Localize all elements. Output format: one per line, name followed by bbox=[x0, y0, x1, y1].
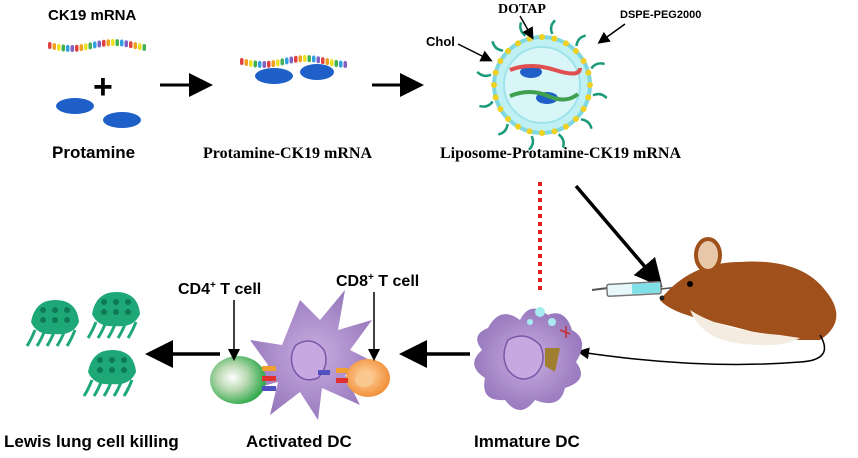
activated-dendritic-cell-icon bbox=[248, 290, 380, 420]
liposome-nanoparticle-icon bbox=[476, 19, 608, 151]
dspe-peg-pointer bbox=[597, 23, 626, 44]
activated-dc-label: Activated DC bbox=[246, 432, 352, 451]
immature-dendritic-cell-icon bbox=[474, 307, 583, 410]
dotap-label: DOTAP bbox=[498, 2, 546, 17]
dspe-peg-label: DSPE-PEG2000 bbox=[620, 9, 701, 21]
tumor-cell bbox=[86, 292, 140, 339]
cd4-label: CD4+ T cell bbox=[178, 280, 261, 298]
mrna-strand-icon bbox=[48, 39, 146, 52]
cd4-t-cell-icon bbox=[210, 356, 276, 404]
tumor-cell bbox=[82, 350, 136, 397]
tumor-cell bbox=[25, 300, 79, 347]
immature-dc-label: Immature DC bbox=[474, 432, 580, 451]
lewis-lung-label: Lewis lung cell killing bbox=[4, 432, 179, 451]
liposome-complex-label: Liposome-Protamine-CK19 mRNA bbox=[440, 145, 681, 162]
chol-pointer bbox=[457, 43, 493, 62]
plus-sign: + bbox=[93, 68, 113, 106]
protamine-mrna-complex-icon bbox=[240, 55, 347, 84]
mouse-icon bbox=[577, 237, 837, 366]
tumor-cell-icon bbox=[25, 292, 140, 397]
arrow-to-injection bbox=[574, 184, 663, 288]
protamine-ellipse-icon bbox=[56, 98, 141, 128]
dotap-pointer bbox=[519, 15, 534, 40]
chol-label: Chol bbox=[426, 34, 455, 49]
cd8-t-cell-icon bbox=[318, 359, 390, 397]
ck19-mrna-label: CK19 mRNA bbox=[48, 7, 137, 24]
protamine-label: Protamine bbox=[52, 143, 135, 162]
cd8-label: CD8+ T cell bbox=[336, 272, 419, 290]
protamine-ck19-label: Protamine-CK19 mRNA bbox=[203, 145, 372, 162]
